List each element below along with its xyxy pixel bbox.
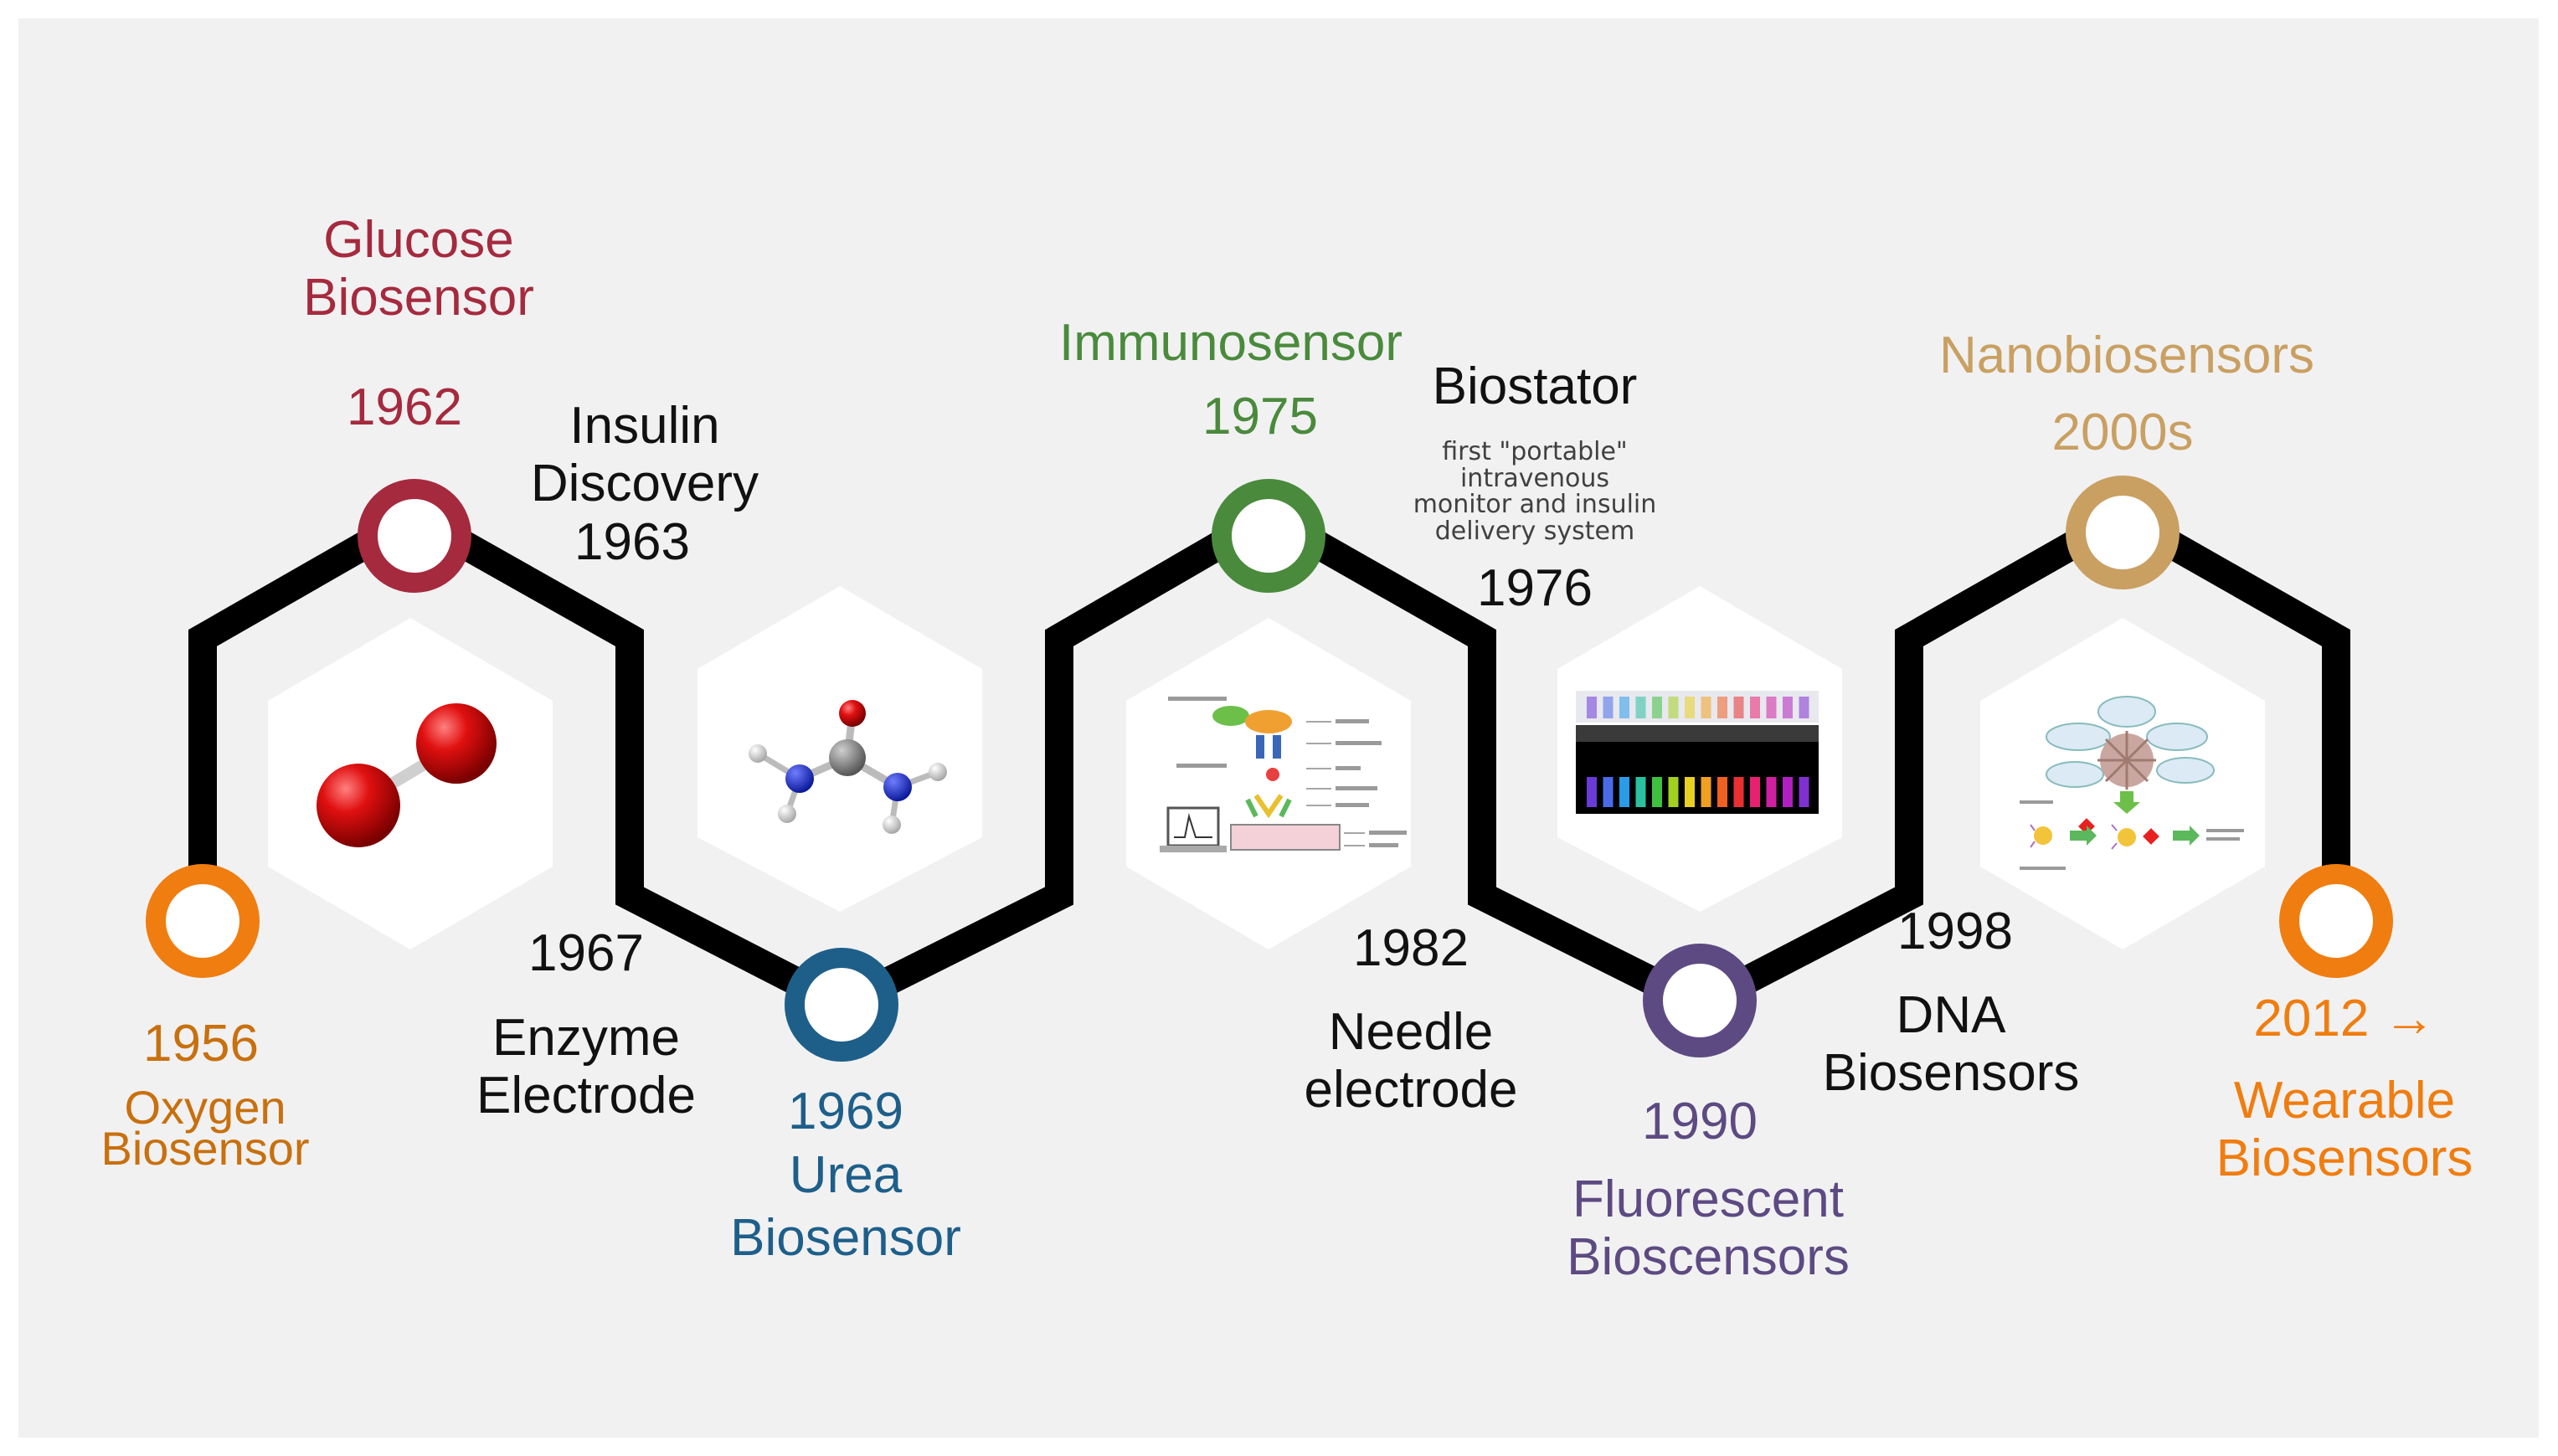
tube-uv-off: [1685, 697, 1695, 718]
title-line: Wearable: [2233, 1072, 2456, 1129]
milestone-circle-1969: [785, 948, 898, 1062]
tube-uv-off: [1766, 697, 1777, 718]
tube-uv-off: [1587, 697, 1597, 718]
tube-uv-off: [1717, 697, 1727, 718]
tube-uv-off: [1619, 697, 1629, 718]
tube-uv-off: [1783, 697, 1793, 718]
title-line: Urea: [789, 1145, 903, 1204]
title-immunosensor: Immunosensor: [1058, 314, 1403, 372]
hexagon-immuno: [1126, 618, 1411, 949]
desc-line: delivery system: [1434, 516, 1635, 546]
year-2000s: 2000s: [2051, 404, 2194, 461]
biostator-description: first "portable" intravenous monitor and…: [1392, 439, 1677, 544]
title-enzyme-electrode: Enzyme Electrode: [452, 1009, 720, 1125]
tube-uv-on: [1685, 777, 1695, 807]
tube-uv-on: [1668, 777, 1679, 807]
urea-molecule-image: [749, 700, 947, 834]
milestone-circle-1975: [1212, 479, 1325, 593]
tube-uv-off: [1701, 697, 1711, 718]
title-line: Enzyme: [492, 1009, 680, 1067]
desc-line: first "portable": [1442, 437, 1628, 466]
tube-uv-on: [1619, 777, 1629, 807]
title-line: Discovery: [530, 455, 759, 513]
title-line: Biosensor: [100, 1122, 310, 1176]
title-nanobiosensors: Nanobiosensors: [1938, 327, 2315, 384]
year-1982: 1982: [1353, 919, 1469, 977]
milestone-circle-2000s: [2066, 476, 2180, 589]
title-oxygen-biosensor: Oxygen Biosensor: [80, 1081, 331, 1176]
title-line: electrode: [1304, 1061, 1518, 1119]
year-1963: 1963: [574, 512, 690, 571]
title-wearable-biosensors: Wearable Biosensors: [2194, 1072, 2495, 1188]
tube-uv-on: [1750, 777, 1760, 807]
oxygen-molecule-image: [317, 703, 497, 847]
tube-uv-on: [1603, 777, 1614, 807]
title-insulin-discovery: Insulin Discovery 1963: [511, 397, 779, 571]
title-biostator: Biostator: [1432, 358, 1638, 415]
tube-uv-on: [1783, 777, 1793, 807]
tube-uv-off: [1635, 697, 1646, 718]
title-glucose-biosensor: Glucose Biosensor: [276, 211, 561, 327]
desc-line: monitor and insulin: [1413, 490, 1657, 519]
tube-uv-on: [1733, 777, 1744, 807]
tube-uv-off: [1799, 697, 1809, 718]
title-line: Glucose: [323, 211, 514, 269]
hexagon-oxygen: [268, 618, 553, 949]
title-line: Bioscensors: [1567, 1228, 1850, 1287]
year-1962: 1962: [347, 378, 462, 436]
tube-uv-on: [1635, 777, 1646, 807]
year-1990: 1990: [1642, 1093, 1758, 1150]
title-urea-biosensor: 1969 Urea Biosensor: [712, 1080, 980, 1270]
title-line: Biosensors: [1822, 1044, 2080, 1103]
title-fluorescent-bioscensors: Fluorescent Bioscensors: [1541, 1170, 1876, 1287]
year-1956: 1956: [143, 1015, 259, 1073]
title-line: Oxygen: [124, 1081, 286, 1134]
tube-uv-on: [1799, 777, 1809, 807]
nanobiosensor-schematic-image: [2020, 696, 2244, 870]
tube-uv-on: [1701, 777, 1711, 807]
year-2012: 2012 →: [2253, 990, 2436, 1047]
title-line: DNA: [1896, 986, 2006, 1044]
title-line: Biosensor: [730, 1209, 961, 1268]
tube-uv-on: [1717, 777, 1727, 807]
tube-uv-on: [1652, 777, 1662, 807]
tube-uv-off: [1750, 697, 1760, 718]
tube-uv-off: [1733, 697, 1744, 718]
fluorescent-tubes-image: [1576, 691, 1819, 814]
milestone-circle-1956: [146, 864, 260, 978]
year-1998: 1998: [1897, 903, 2013, 960]
title-line: Needle: [1328, 1003, 1494, 1061]
title-needle-electrode: Needle electrode: [1277, 1003, 1545, 1119]
title-line: Biosensors: [2216, 1129, 2473, 1188]
tube-uv-off: [1668, 697, 1679, 718]
tube-uv-on: [1766, 777, 1777, 807]
title-line: Biosensor: [303, 269, 534, 327]
year-1967: 1967: [528, 924, 644, 982]
milestone-circle-2012: [2279, 864, 2393, 978]
year-1975: 1975: [1202, 388, 1318, 445]
title-dna-biosensors: DNA Biosensors: [1809, 986, 2093, 1103]
tube-uv-on: [1587, 777, 1597, 807]
immunosensor-schematic-image: [1160, 697, 1407, 852]
year-1976: 1976: [1477, 559, 1593, 617]
tube-uv-off: [1652, 697, 1662, 718]
title-line: Insulin: [569, 397, 720, 455]
year-1969: 1969: [788, 1083, 903, 1140]
milestone-circle-1990: [1643, 944, 1757, 1057]
title-line: Electrode: [476, 1067, 696, 1125]
title-line: Fluorescent: [1572, 1170, 1844, 1228]
tube-uv-off: [1603, 697, 1614, 718]
milestone-circle-1962: [358, 479, 471, 593]
desc-line: intravenous: [1459, 463, 1610, 493]
